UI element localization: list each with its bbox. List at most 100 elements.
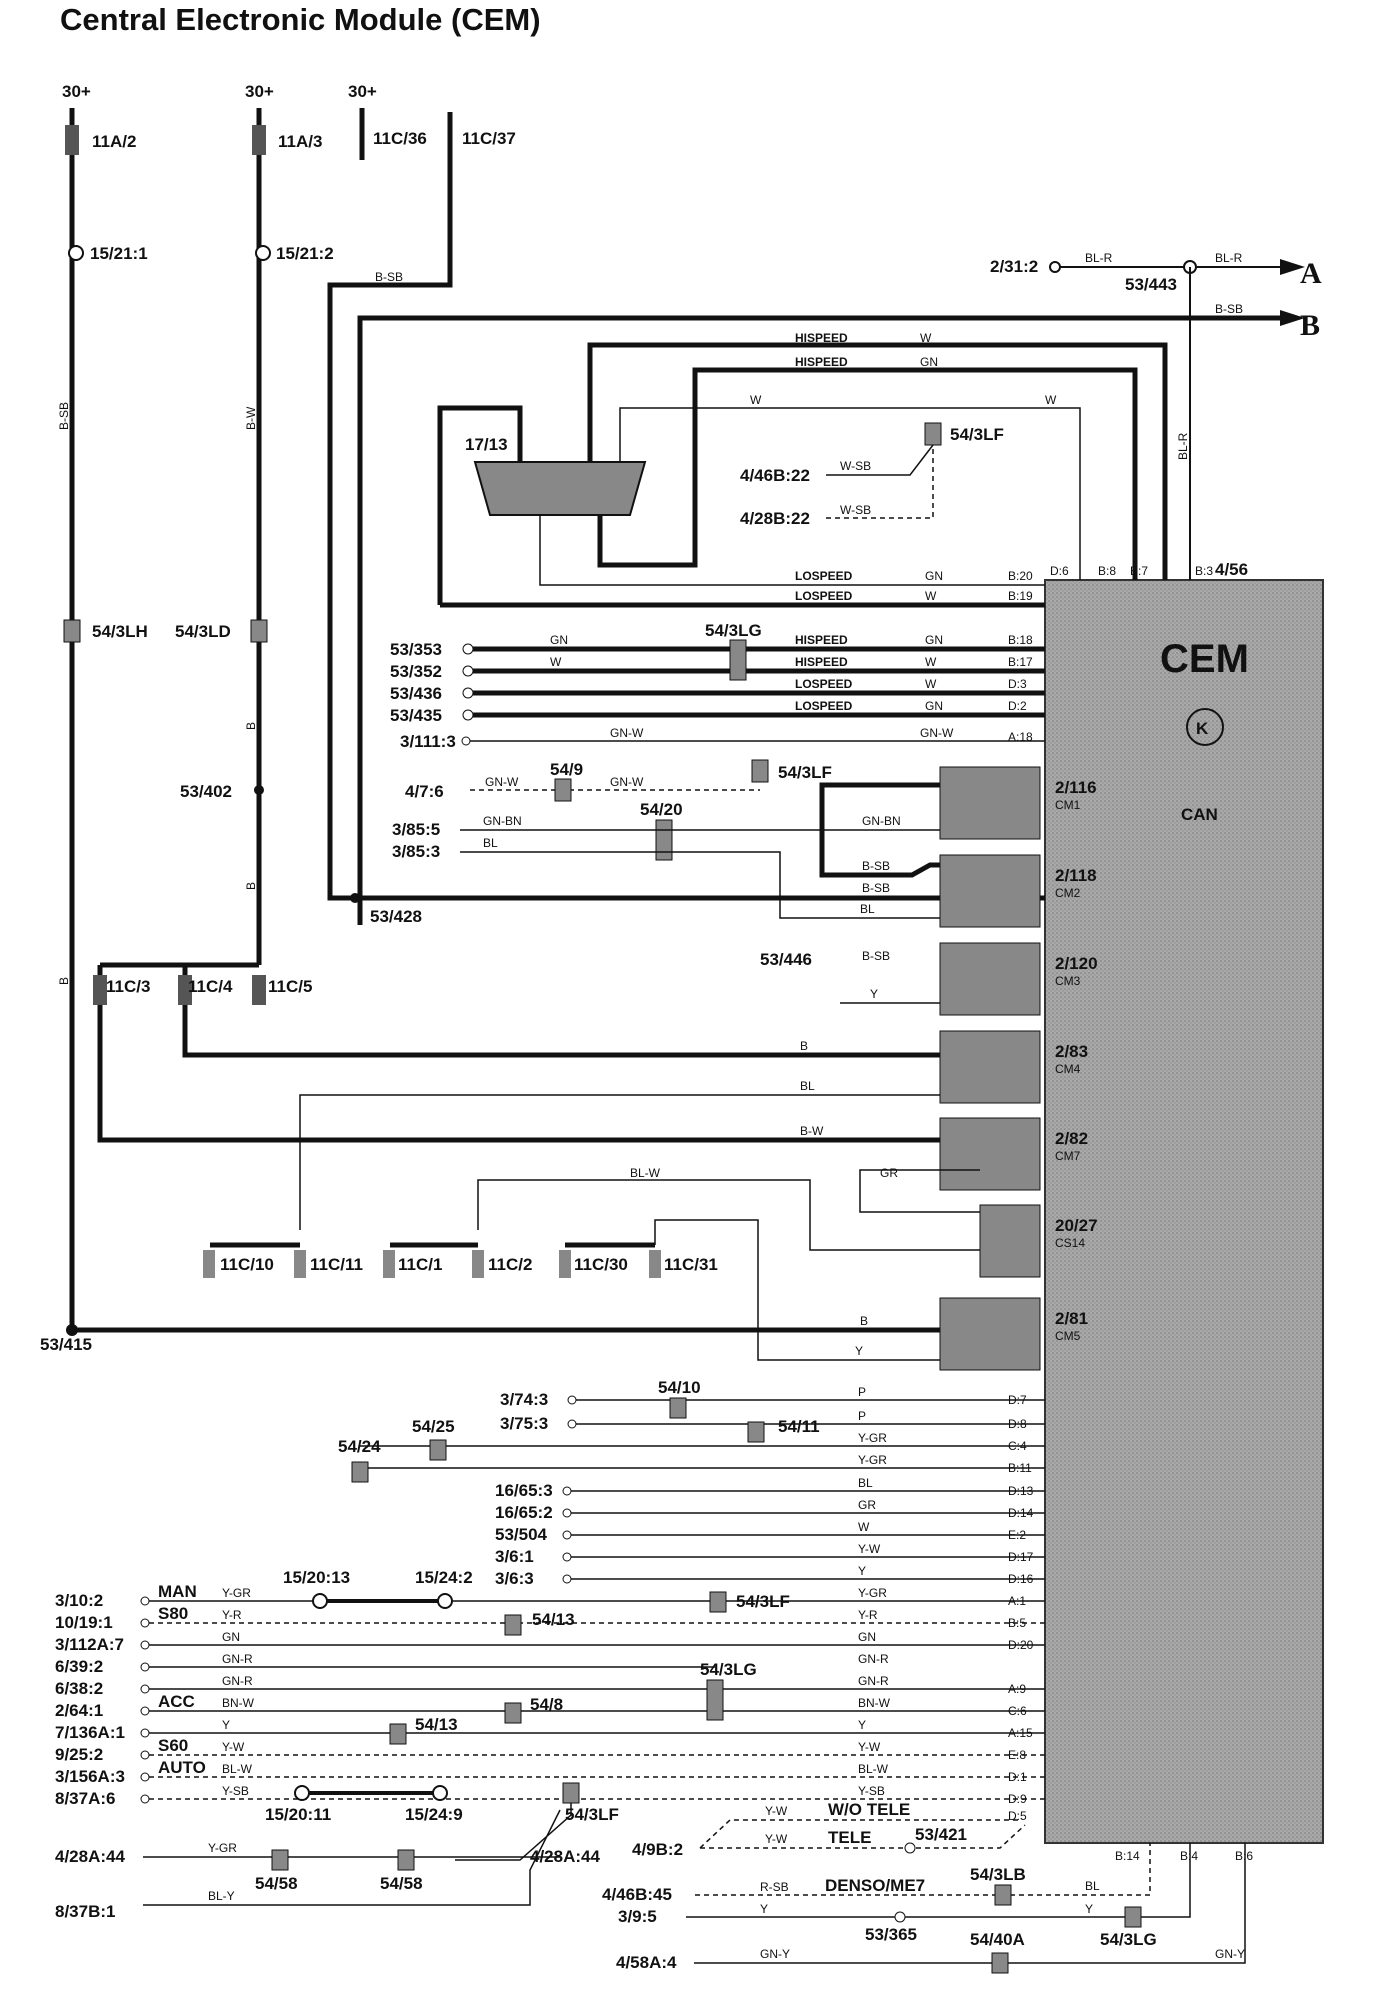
svg-text:54/3LF: 54/3LF xyxy=(736,1592,790,1611)
svg-text:11C/30: 11C/30 xyxy=(574,1255,628,1274)
svg-text:HISPEED: HISPEED xyxy=(795,633,848,647)
bottom-source-label: 8/37A:6 xyxy=(55,1789,115,1808)
svg-text:54/13: 54/13 xyxy=(415,1715,458,1734)
svg-text:B-SB: B-SB xyxy=(862,949,890,963)
svg-text:B:14: B:14 xyxy=(1115,1849,1140,1863)
svg-text:11C/31: 11C/31 xyxy=(664,1255,718,1274)
svg-text:HISPEED: HISPEED xyxy=(795,331,848,345)
svg-text:54/3LG: 54/3LG xyxy=(700,1660,757,1679)
svg-text:GN-W: GN-W xyxy=(610,726,644,740)
wire-color: BL-W xyxy=(222,1762,253,1776)
wire-color: P xyxy=(858,1409,866,1423)
svg-text:54/13: 54/13 xyxy=(532,1610,575,1629)
svg-text:GN-Y: GN-Y xyxy=(760,1947,790,1961)
cem-pin: B:5 xyxy=(1008,1616,1026,1630)
cem-pin: E:2 xyxy=(1008,1528,1026,1542)
supply-column-3: 30+ 11C/36 11C/37 B-SB 53/428 xyxy=(327,82,1045,926)
svg-text:4/46B:45: 4/46B:45 xyxy=(602,1885,672,1904)
svg-text:Y: Y xyxy=(1085,1902,1093,1916)
svg-text:Y: Y xyxy=(855,1344,863,1358)
svg-text:W-SB: W-SB xyxy=(840,503,871,517)
svg-text:GN: GN xyxy=(925,569,943,583)
dlc-connector-icon xyxy=(473,461,647,516)
wire-color: W xyxy=(858,1520,870,1534)
svg-text:11C/5: 11C/5 xyxy=(268,977,312,996)
bottom-source-label: 53/504 xyxy=(495,1525,548,1544)
connector-icon xyxy=(562,1552,572,1562)
svg-text:BL: BL xyxy=(483,836,498,850)
svg-text:54/20: 54/20 xyxy=(640,800,683,819)
bottom-source-label: 3/10:2 xyxy=(55,1591,103,1610)
cem-box xyxy=(1044,579,1324,1844)
wire-color: GN-R xyxy=(858,1652,889,1666)
svg-text:GN-Y: GN-Y xyxy=(1215,1947,1245,1961)
wire-color: Y-W xyxy=(858,1740,881,1754)
svg-text:11A/2: 11A/2 xyxy=(92,132,136,151)
svg-text:BL-R: BL-R xyxy=(1176,432,1190,460)
svg-text:54/3LH: 54/3LH xyxy=(92,622,148,641)
wire-color: Y-W xyxy=(858,1542,881,1556)
wire-color: Y-SB xyxy=(858,1784,885,1798)
wire-color: Y xyxy=(858,1564,866,1578)
svg-text:GN: GN xyxy=(550,633,568,647)
svg-text:54/9: 54/9 xyxy=(550,760,583,779)
wire-color: GR xyxy=(858,1498,876,1512)
svg-text:20/27: 20/27 xyxy=(1055,1216,1098,1235)
svg-text:BL: BL xyxy=(800,1079,815,1093)
signal-tag: S60 xyxy=(158,1736,188,1755)
svg-text:30+: 30+ xyxy=(245,82,274,101)
supply-column-1: 30+ 11A/2 15/21:1 B-SB 54/3LH B xyxy=(57,82,148,1330)
wire-color: Y xyxy=(222,1718,230,1732)
svg-text:54/3LG: 54/3LG xyxy=(705,621,762,640)
ground-bus: 53/415 B xyxy=(40,1314,940,1354)
svg-text:D:5: D:5 xyxy=(1008,1809,1027,1823)
svg-text:CM3: CM3 xyxy=(1055,974,1081,988)
svg-text:11C/1: 11C/1 xyxy=(398,1255,442,1274)
cem-symbol-icon xyxy=(1186,708,1224,746)
svg-text:54/3LG: 54/3LG xyxy=(1100,1930,1157,1949)
relay-icon xyxy=(939,1030,1041,1104)
svg-text:B:7: B:7 xyxy=(1130,564,1148,578)
signal-tag: ACC xyxy=(158,1692,195,1711)
svg-text:2/120: 2/120 xyxy=(1055,954,1098,973)
wire-color: BL xyxy=(858,1476,873,1490)
splice-54-3ld-icon xyxy=(250,619,268,643)
cem-pin: C:6 xyxy=(1008,1704,1027,1718)
svg-text:LOSPEED: LOSPEED xyxy=(795,589,853,603)
bottom-source-label: 3/6:3 xyxy=(495,1569,534,1588)
cem-pin: C:4 xyxy=(1008,1439,1027,1453)
bottom-source-label: 6/39:2 xyxy=(55,1657,103,1676)
svg-text:LOSPEED: LOSPEED xyxy=(795,569,853,583)
relay-7: 2/81 CM5 xyxy=(939,1297,1088,1371)
cem-pin: D:13 xyxy=(1008,1484,1034,1498)
svg-text:54/3LF: 54/3LF xyxy=(565,1805,619,1824)
svg-text:11C/10: 11C/10 xyxy=(220,1255,274,1274)
svg-text:B-SB: B-SB xyxy=(862,859,890,873)
relay-5: 2/82 CM7 xyxy=(939,1117,1088,1191)
svg-text:B-SB: B-SB xyxy=(375,270,403,284)
cem-pin: D:16 xyxy=(1008,1572,1034,1586)
svg-text:LOSPEED: LOSPEED xyxy=(795,699,853,713)
svg-text:B: B xyxy=(57,977,71,985)
svg-text:4/28A:44: 4/28A:44 xyxy=(530,1847,600,1866)
svg-text:A:18: A:18 xyxy=(1008,730,1033,744)
bottom-source-label: 3/156A:3 xyxy=(55,1767,125,1786)
relay-4: 2/83 CM4 xyxy=(939,1030,1088,1104)
svg-text:54/40A: 54/40A xyxy=(970,1930,1025,1949)
svg-text:11A/3: 11A/3 xyxy=(278,132,322,151)
svg-text:A: A xyxy=(1300,257,1322,290)
connector-icon xyxy=(567,1419,577,1429)
can-lines: LOSPEED GN B:20 LOSPEED W B:19 53/353 GN… xyxy=(390,569,1045,725)
cem-pin: D:20 xyxy=(1008,1638,1034,1652)
connector-icon xyxy=(140,1772,150,1782)
svg-text:30+: 30+ xyxy=(62,82,91,101)
cem-k-glyph: K xyxy=(1196,719,1209,738)
svg-text:3/111:3: 3/111:3 xyxy=(400,732,456,751)
connector-icon xyxy=(140,1684,150,1694)
svg-text:11C/3: 11C/3 xyxy=(106,977,150,996)
fuse-11a2-icon xyxy=(65,125,79,155)
svg-text:BL: BL xyxy=(860,902,875,916)
page-title: Central Electronic Module (CEM) xyxy=(60,2,541,37)
svg-text:D:6: D:6 xyxy=(1050,564,1069,578)
svg-text:53/435: 53/435 xyxy=(390,706,442,725)
